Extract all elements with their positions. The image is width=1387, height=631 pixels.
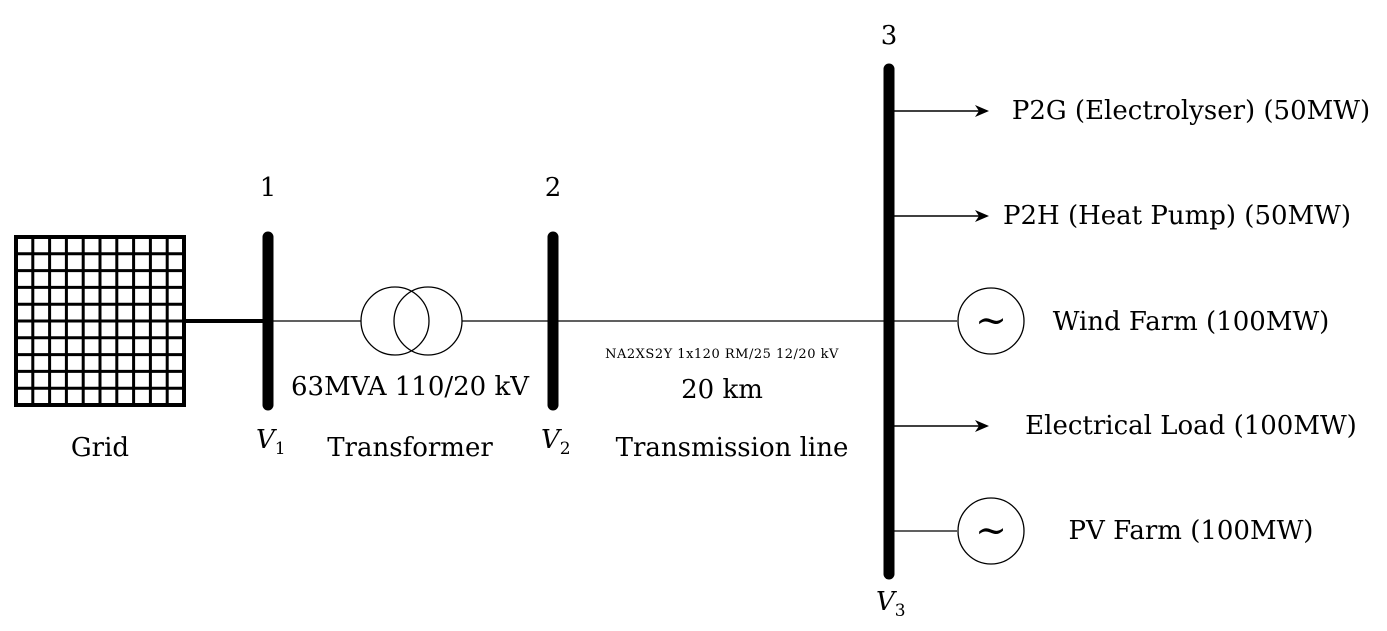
grid-label: Grid — [71, 433, 129, 463]
transformer-symbol — [360, 286, 463, 356]
transformer-label: Transformer — [327, 433, 493, 463]
grid-symbol — [14, 235, 186, 407]
bus-3-number: 3 — [881, 21, 898, 51]
electrical-load-label: Electrical Load (100MW) — [1025, 411, 1357, 441]
wind-farm-tilde-icon: ~ — [975, 298, 1007, 342]
pv-farm-tilde-icon: ~ — [975, 508, 1007, 552]
line-length: 20 km — [681, 375, 763, 405]
bus-2-voltage: V2 — [541, 425, 571, 459]
bus-1-voltage: V1 — [256, 425, 286, 459]
pv-farm-label: PV Farm (100MW) — [1069, 516, 1314, 546]
bus-3-voltage: V3 — [876, 587, 906, 621]
wind-farm-label: Wind Farm (100MW) — [1053, 307, 1330, 337]
p2h-label: P2H (Heat Pump) (50MW) — [1003, 201, 1351, 231]
wind-farm-generator-icon — [957, 287, 1025, 355]
transformer-rating: 63MVA 110/20 kV — [291, 372, 530, 402]
pv-farm-generator-icon — [957, 497, 1025, 565]
p2g-label: P2G (Electrolyser) (50MW) — [1012, 96, 1370, 126]
line-cable-type: NA2XS2Y 1x120 RM/25 12/20 kV — [605, 347, 839, 362]
line-label: Transmission line — [616, 433, 849, 463]
bus-2-number: 2 — [545, 173, 562, 203]
bus-1-number: 1 — [260, 173, 277, 203]
